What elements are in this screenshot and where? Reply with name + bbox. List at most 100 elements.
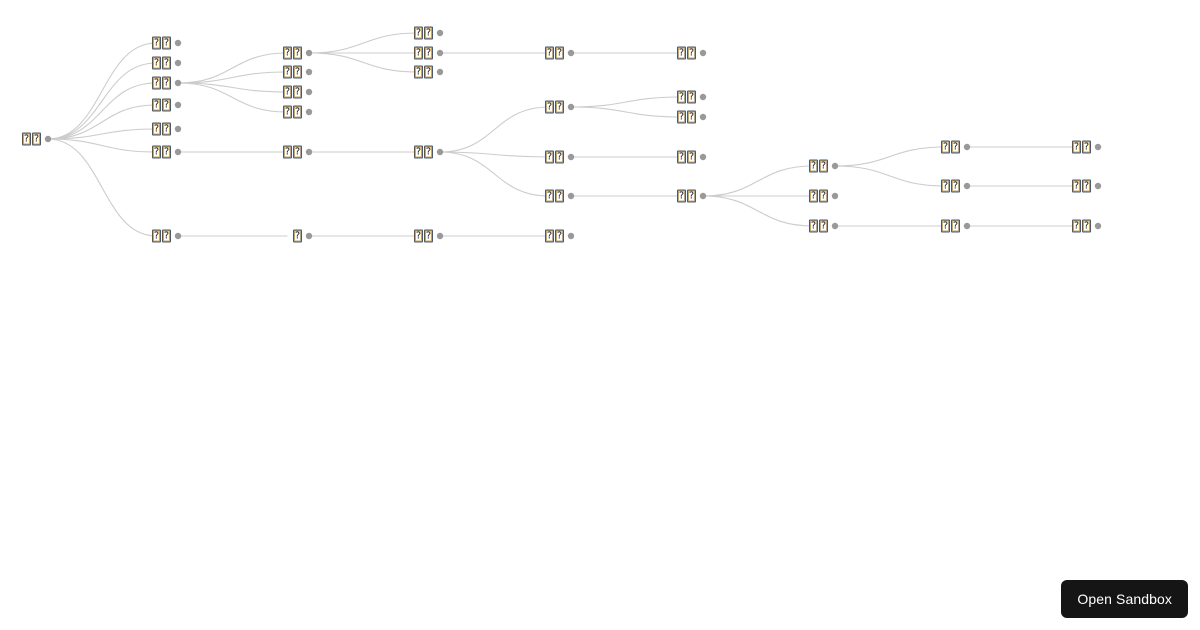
tree-node-label[interactable] [677,189,697,203]
tree-node-dot[interactable] [699,113,707,121]
tree-node-dot[interactable] [436,29,444,37]
tree-node-label[interactable] [1072,140,1092,154]
tree-node-dot[interactable] [1094,222,1102,230]
tree-node-label[interactable] [152,145,172,159]
tree-node-dot[interactable] [305,68,313,76]
tree-node-label[interactable] [677,46,697,60]
tree-node-label[interactable] [152,76,172,90]
missing-glyph-icon [293,65,302,79]
tree-node-label[interactable] [152,36,172,50]
missing-glyph-icon [293,85,302,99]
tree-node-label[interactable] [545,229,565,243]
tree-node-dot[interactable] [305,108,313,116]
tree-node-label[interactable] [152,56,172,70]
tree-node-dot[interactable] [567,232,575,240]
missing-glyph-icon [687,90,696,104]
tree-node-label[interactable] [283,65,303,79]
missing-glyph-icon [677,150,686,164]
tree-node-dot[interactable] [963,182,971,190]
tree-node-dot[interactable] [567,49,575,57]
tree-link [177,71,288,84]
tree-node-label[interactable] [152,98,172,112]
tree-node-label[interactable] [809,159,829,173]
tree-node-dot[interactable] [567,192,575,200]
missing-glyph-icon [687,46,696,60]
tree-node-dot[interactable] [174,125,182,133]
missing-glyph-icon [687,110,696,124]
tree-node-label[interactable] [283,46,303,60]
tree-node-dot[interactable] [174,232,182,240]
tree-node-label[interactable] [545,150,565,164]
tree-node-label[interactable] [941,219,961,233]
tree-node-dot[interactable] [831,192,839,200]
tree-node-label[interactable] [677,90,697,104]
tree-node-dot[interactable] [305,88,313,96]
tree-link [47,138,157,237]
missing-glyph-icon [162,229,171,243]
tree-node-label[interactable] [414,65,434,79]
missing-glyph-icon [22,132,31,146]
tree-link [570,96,682,108]
tree-node-label[interactable] [414,26,434,40]
tree-node-label[interactable] [941,140,961,154]
tree-node-label[interactable] [1072,219,1092,233]
tree-node-dot[interactable] [436,232,444,240]
missing-glyph-icon [555,189,564,203]
missing-glyph-icon [555,46,564,60]
tree-node-dot[interactable] [1094,182,1102,190]
tree-link [47,62,157,140]
tree-node-label[interactable] [677,150,697,164]
tree-node-label[interactable] [152,122,172,136]
tree-node-dot[interactable] [567,103,575,111]
tree-node-dot[interactable] [699,153,707,161]
tree-node-label[interactable] [414,46,434,60]
tree-node-label[interactable] [545,46,565,60]
tree-node-dot[interactable] [44,135,52,143]
tree-node-dot[interactable] [699,49,707,57]
missing-glyph-icon [819,159,828,173]
tree-nodes-layer [44,29,1102,240]
tree-node-dot[interactable] [963,222,971,230]
tree-node-dot[interactable] [305,232,313,240]
missing-glyph-icon [152,36,161,50]
tree-node-label[interactable] [414,229,434,243]
tree-node-dot[interactable] [174,59,182,67]
tree-node-dot[interactable] [831,162,839,170]
tree-node-dot[interactable] [699,192,707,200]
tree-node-label[interactable] [293,229,303,243]
tree-node-dot[interactable] [174,79,182,87]
tree-node-dot[interactable] [305,49,313,57]
tree-node-label[interactable] [283,145,303,159]
missing-glyph-icon [809,219,818,233]
tree-node-label[interactable] [283,105,303,119]
tree-node-dot[interactable] [305,148,313,156]
tree-node-label[interactable] [677,110,697,124]
tree-node-label[interactable] [152,229,172,243]
tree-node-label[interactable] [809,189,829,203]
missing-glyph-icon [414,145,423,159]
tree-node-dot[interactable] [174,101,182,109]
tree-node-dot[interactable] [174,148,182,156]
tree-node-dot[interactable] [174,39,182,47]
tree-node-dot[interactable] [699,93,707,101]
tree-node-label[interactable] [545,189,565,203]
tree-node-dot[interactable] [436,68,444,76]
tree-node-dot[interactable] [963,143,971,151]
tree-node-label[interactable] [809,219,829,233]
tree-node-dot[interactable] [436,148,444,156]
tree-node-dot[interactable] [436,49,444,57]
tree-node-dot[interactable] [831,222,839,230]
tree-node-dot[interactable] [1094,143,1102,151]
tree-node-label[interactable] [1072,179,1092,193]
tree-node-label[interactable] [22,132,42,146]
tree-node-label[interactable] [414,145,434,159]
tree-node-dot[interactable] [567,153,575,161]
tree-node-label[interactable] [545,100,565,114]
missing-glyph-icon [545,189,554,203]
open-sandbox-button[interactable]: Open Sandbox [1061,580,1188,618]
tree-link [47,104,157,140]
missing-glyph-icon [545,150,554,164]
tree-node-label[interactable] [283,85,303,99]
tree-node-label[interactable] [941,179,961,193]
